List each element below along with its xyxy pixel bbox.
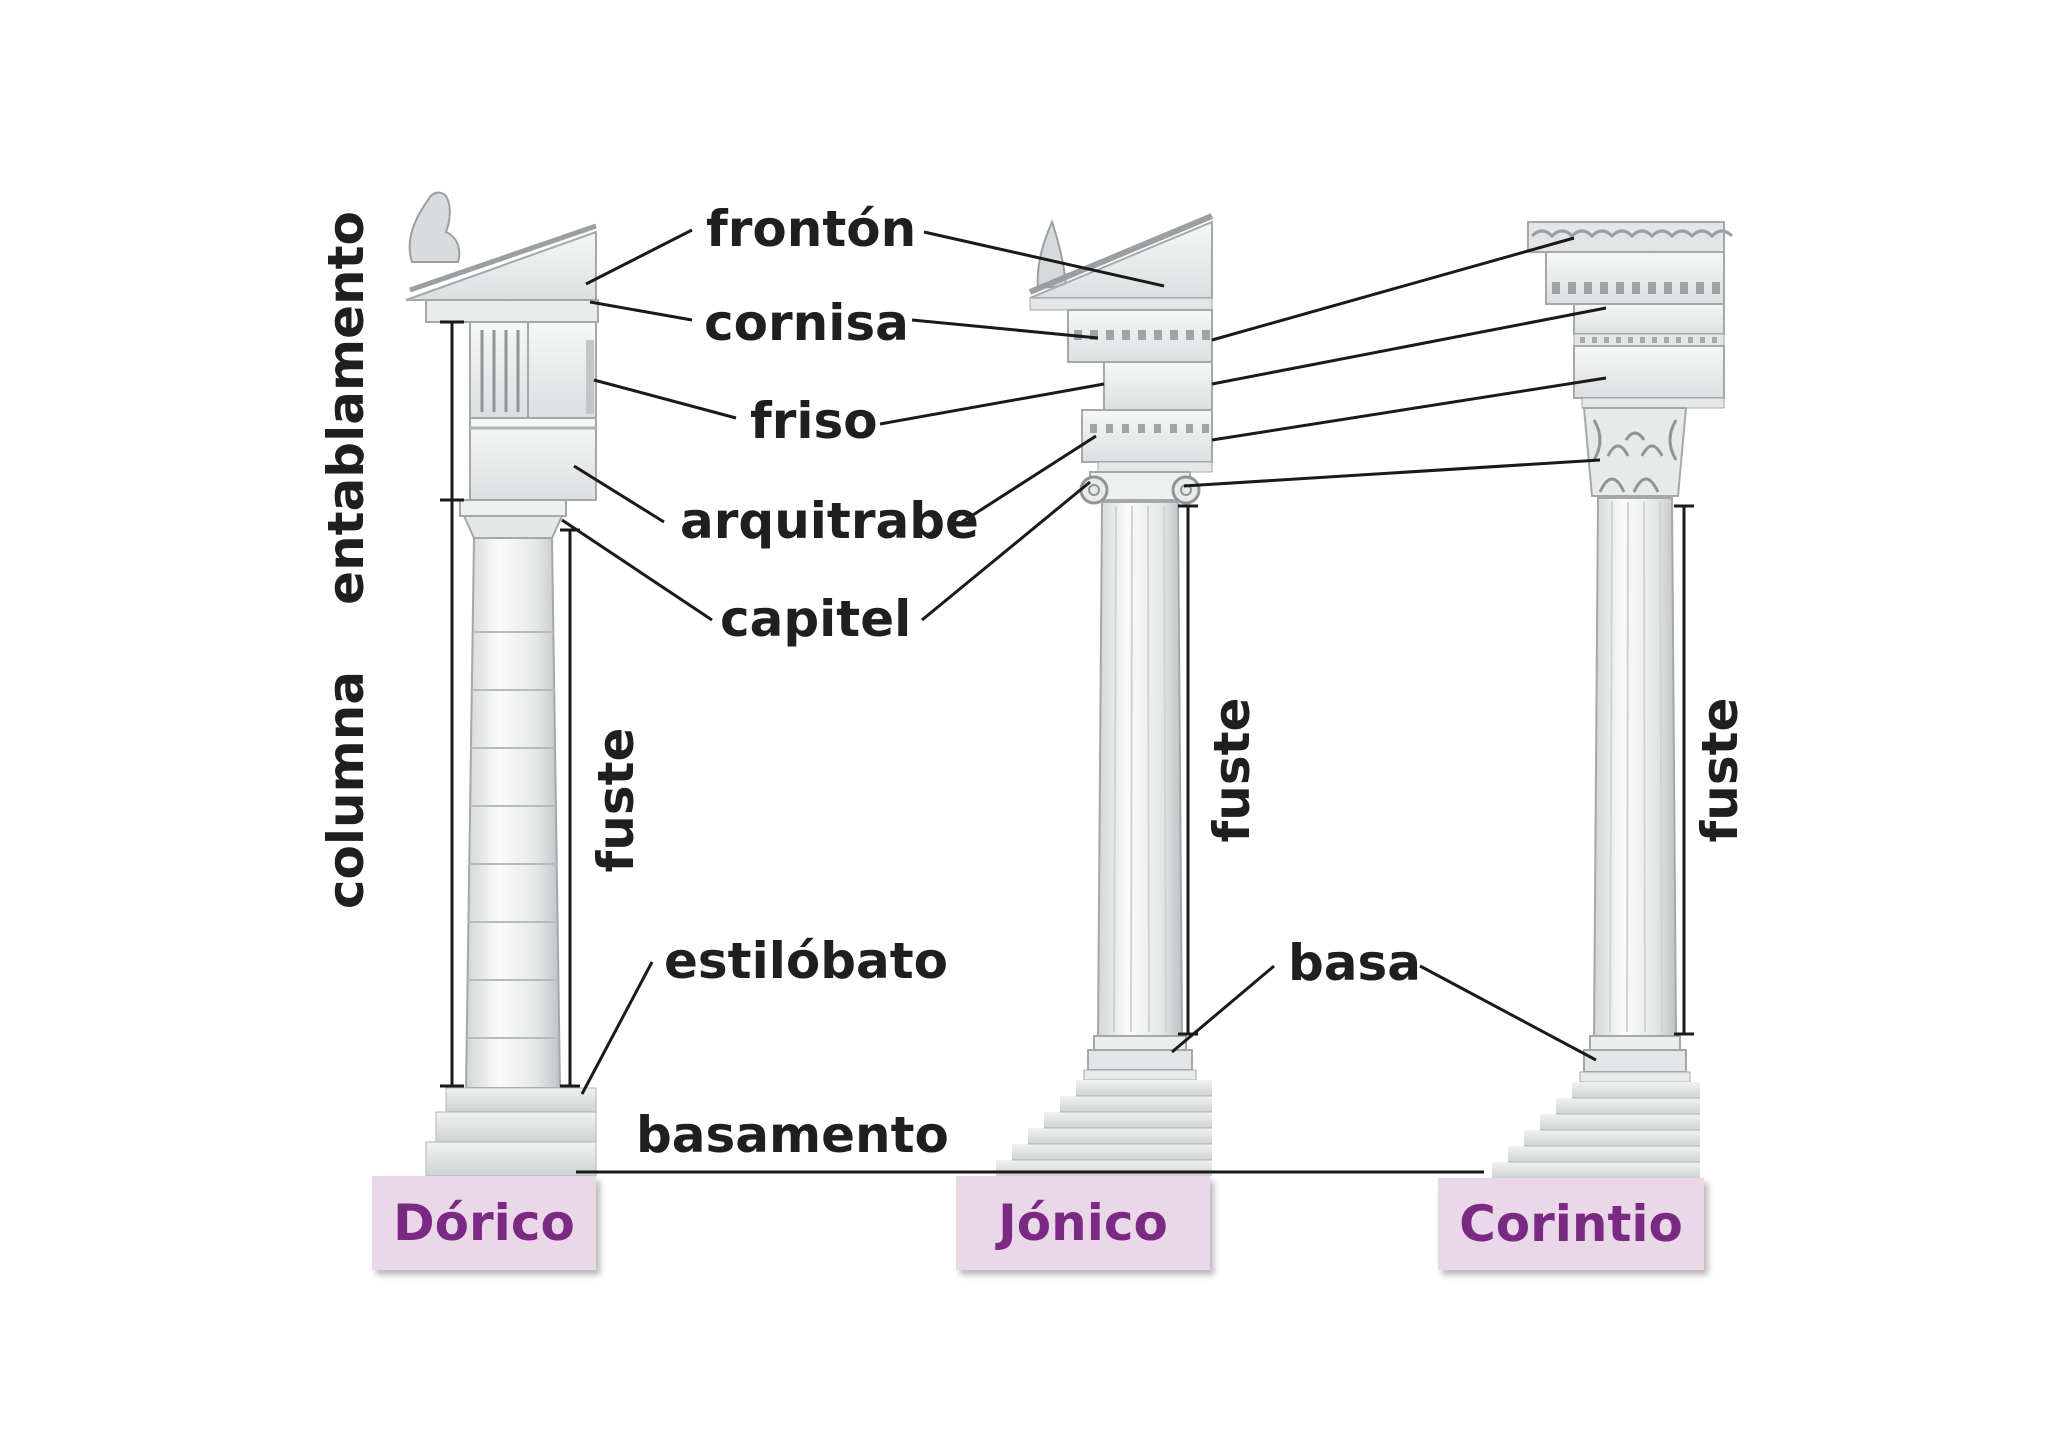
order-label-doric: Dórico [372,1176,596,1270]
ionic-volute-right [1173,477,1199,503]
label-fuste-corinthian: fuste [1695,698,1745,843]
doric-cornice [426,300,598,322]
label-estilobato: estilóbato [664,936,948,986]
order-label-ionic: Jónico [956,1176,1210,1270]
corinthian-cornice-top [1528,222,1724,252]
doric-architrave [470,418,596,500]
label-entablamento: entablamento [321,211,371,605]
corinthian-cornice [1546,252,1724,304]
label-columna: columna [321,671,371,909]
ionic-frieze [1104,362,1212,410]
leader-lines [562,230,1606,1172]
doric-abacus [460,500,566,516]
label-capitel: capitel [720,594,911,644]
doric-echinus [464,516,562,538]
label-fuste-doric: fuste [591,728,641,873]
label-friso: friso [750,396,878,446]
ionic-steps [1076,1080,1212,1096]
corinthian-architrave [1574,346,1724,398]
label-fronton: frontón [706,204,916,254]
dimension-brackets [440,322,1694,1086]
ionic-column [996,216,1212,1176]
ionic-volute-left [1081,477,1107,503]
label-arquitrabe: arquitrabe [680,496,979,546]
ionic-architrave [1082,410,1212,462]
label-basamento: basamento [636,1110,949,1160]
label-cornisa: cornisa [704,298,909,348]
doric-frieze [470,322,596,418]
ionic-shaft [1098,502,1182,1036]
doric-stylobate [446,1088,596,1112]
acroterion-sphinx [410,193,460,262]
corinthian-base [1590,1036,1680,1050]
corinthian-shaft [1594,498,1676,1036]
corinthian-steps [1572,1082,1700,1098]
label-basa: basa [1288,938,1421,988]
label-fuste-ionic: fuste [1207,698,1257,843]
doric-shaft [466,538,560,1088]
order-label-corinthian: Corintio [1438,1178,1704,1270]
ionic-base [1094,1036,1186,1050]
